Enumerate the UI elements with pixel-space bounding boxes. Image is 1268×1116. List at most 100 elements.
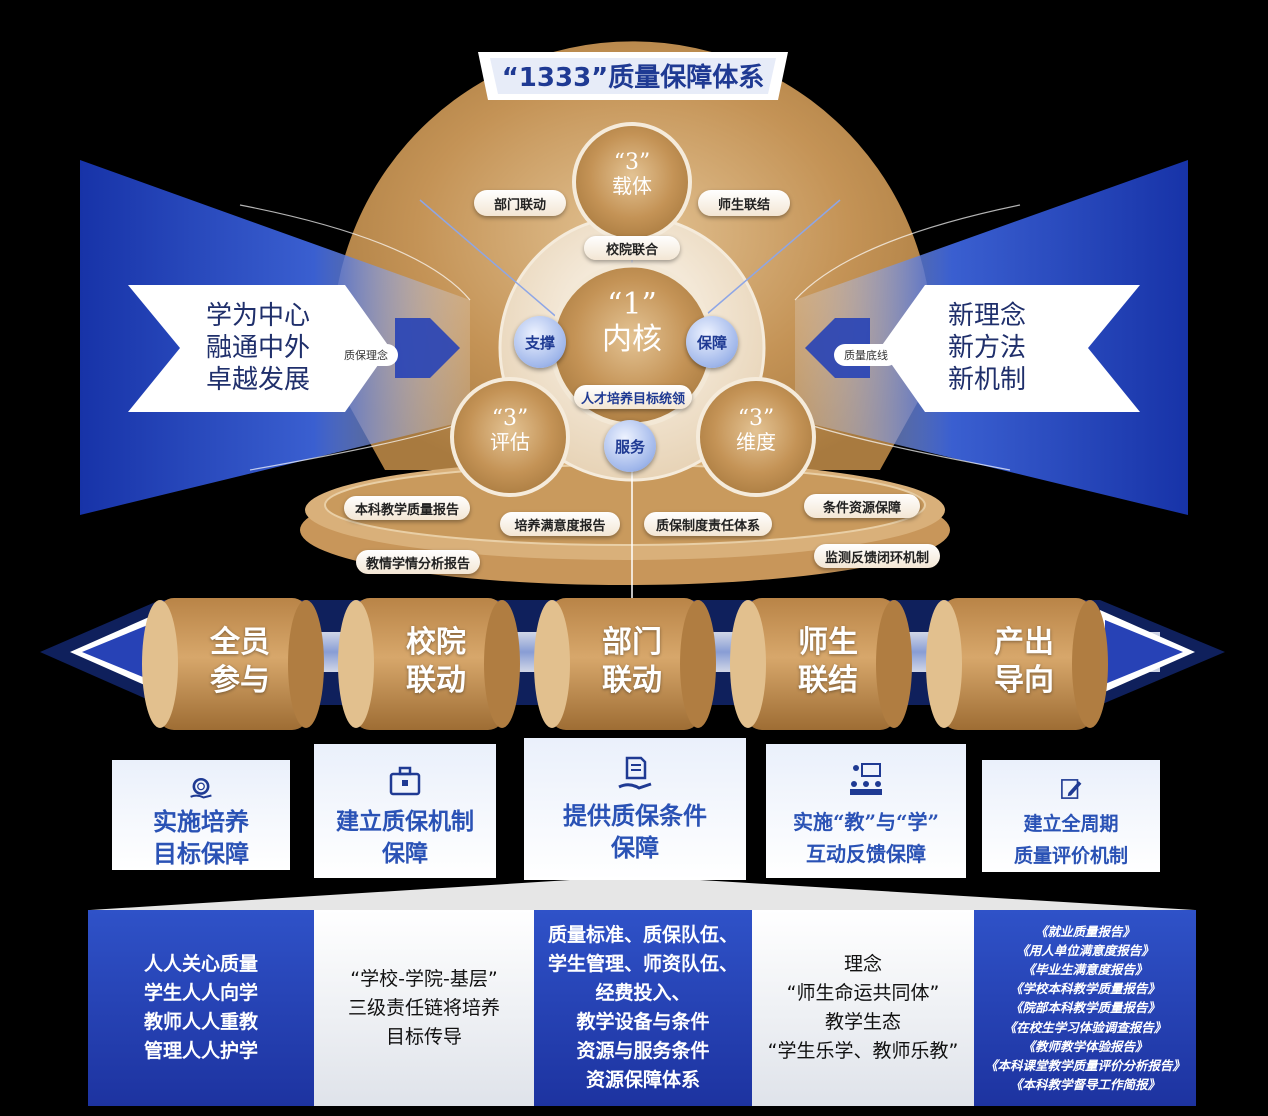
report-item: 《在校生学习体验调查报告》 — [1003, 1019, 1167, 1035]
panel-1: 人人关心质量 学生人人向学 教师人人重教 管理人人护学 — [88, 910, 314, 1106]
support-node: 支撑 — [514, 316, 566, 368]
pill-condition-guarantee: 条件资源保障 — [804, 494, 920, 518]
panel-1-line: 学生人人向学 — [143, 982, 258, 1004]
report-item: 《就业质量报告》 — [1034, 923, 1135, 939]
panel-4-text: 理念 “师生命运共同体” 教学生态 “学生乐学、教师乐教” — [768, 950, 959, 1066]
panel-5: 《就业质量报告》 《用人单位满意度报告》 《毕业生满意度报告》 《学校本科教学质… — [974, 910, 1196, 1106]
report-item: 《毕业生满意度报告》 — [1022, 961, 1148, 977]
card-3-l1: 提供质保条件 — [563, 801, 707, 830]
panel-3-line: 资源保障体系 — [585, 1069, 700, 1091]
left-concepts: 学为中心 融通中外 卓越发展 — [206, 300, 310, 396]
edit-document-icon — [1061, 779, 1082, 799]
cylinder-4-l1: 师生 — [798, 625, 858, 660]
card-5-l2: 质量评价机制 — [1013, 845, 1128, 867]
panel-3-line: 质量标准、质保队伍、 — [547, 924, 738, 946]
cylinder-4-l2: 联结 — [798, 663, 858, 698]
panel-1-text: 人人关心质量 学生人人向学 教师人人重教 管理人人护学 — [144, 950, 258, 1066]
cylinder-1-l1: 全员 — [210, 625, 270, 660]
document-hand-icon — [618, 756, 652, 790]
card-1-l1: 实施培养 — [153, 807, 249, 836]
evaluation-label: 评估 — [490, 430, 530, 455]
card-1: 实施培养 目标保障 — [112, 760, 290, 870]
cylinder-2-l1: 校院 — [406, 625, 466, 660]
report-item: 《用人单位满意度报告》 — [1016, 942, 1154, 958]
right-concepts: 新理念 新方法 新机制 — [948, 300, 1026, 396]
carrier-label: 载体 — [612, 174, 652, 199]
dimension-label: 维度 — [736, 430, 776, 455]
panel-2-line: “学校-学院-基层” — [350, 967, 498, 990]
panel-1-line: 管理人人护学 — [143, 1040, 258, 1062]
cylinder-3: 部门 联动 — [572, 624, 692, 700]
cylinder-3-l1: 部门 — [602, 625, 662, 660]
pill-undergrad-report: 本科教学质量报告 — [344, 496, 470, 520]
card-5-title: 建立全周期 质量评价机制 — [1014, 808, 1128, 872]
cylinder-2-l2: 联动 — [406, 663, 466, 698]
report-item: 《本科教学督导工作简报》 — [1009, 1077, 1160, 1093]
dimension-circle: “3” 维度 — [716, 406, 796, 454]
cylinder-5: 产出 导向 — [964, 624, 1084, 700]
panel-1-line: 教师人人重教 — [143, 1011, 258, 1033]
pill-satisfaction-report: 培养满意度报告 — [500, 512, 620, 536]
cylinder-3-l2: 联动 — [602, 663, 662, 698]
card-3: 提供质保条件 保障 — [524, 738, 746, 880]
panel-1-line: 人人关心质量 — [143, 953, 258, 975]
panel-3-line: 学生管理、师资队伍、 — [547, 953, 738, 975]
card-3-title: 提供质保条件 保障 — [563, 800, 707, 864]
card-5-l1: 建立全周期 — [1023, 813, 1119, 835]
card-2-l1: 建立质保机制 — [336, 808, 474, 835]
left-line-1: 学为中心 — [206, 301, 311, 331]
briefcase-icon — [389, 766, 421, 796]
core-number: “1” — [607, 287, 657, 322]
card-4-l2: 互动反馈保障 — [805, 842, 926, 866]
carrier-circle: “3” 载体 — [592, 150, 672, 198]
card-4-title: 实施“教”与“学” 互动反馈保障 — [793, 806, 939, 870]
panel-3-line: 教学设备与条件 — [576, 1011, 710, 1033]
report-item: 《教师教学体验报告》 — [1022, 1038, 1148, 1054]
panel-3: 质量标准、质保队伍、 学生管理、师资队伍、 经费投入、 教学设备与条件 资源与服… — [534, 910, 752, 1106]
right-line-2: 新方法 — [948, 333, 1027, 363]
pill-teaching-analysis: 教情学情分析报告 — [356, 550, 480, 574]
panel-4-line: “师生命运共同体” — [786, 982, 940, 1004]
panel-4: 理念 “师生命运共同体” 教学生态 “学生乐学、教师乐教” — [752, 910, 974, 1106]
panel-3-line: 资源与服务条件 — [576, 1040, 710, 1062]
cylinder-5-l2: 导向 — [994, 663, 1054, 698]
guarantee-node: 保障 — [686, 316, 738, 368]
cylinder-4: 师生 联结 — [768, 624, 888, 700]
right-line-1: 新理念 — [948, 301, 1027, 331]
panel-2-text: “学校-学院-基层” 三级责任链将培养 目标传导 — [348, 965, 500, 1052]
cylinder-5-l1: 产出 — [994, 625, 1054, 660]
card-3-l2: 保障 — [611, 833, 659, 862]
panel-4-line: “学生乐学、教师乐教” — [767, 1040, 959, 1062]
pill-school-college: 校院联合 — [584, 236, 680, 260]
panel-2: “学校-学院-基层” 三级责任链将培养 目标传导 — [314, 910, 534, 1106]
service-node: 服务 — [604, 420, 656, 472]
evaluation-number: “3” — [491, 406, 529, 431]
panel-4-line: 教学生态 — [824, 1011, 901, 1033]
pill-dept-link: 部门联动 — [474, 190, 566, 216]
lifebuoy-hand-icon — [190, 777, 212, 799]
card-1-l2: 目标保障 — [153, 839, 249, 868]
panel-4-line: 理念 — [843, 953, 882, 975]
report-item: 《院部本科教学质量报告》 — [1009, 1000, 1160, 1016]
card-4: 实施“教”与“学” 互动反馈保障 — [766, 744, 966, 878]
right-line-3: 新机制 — [948, 365, 1027, 395]
report-item: 《学校本科教学质量报告》 — [1009, 981, 1160, 997]
card-2-l2: 保障 — [382, 840, 428, 867]
core-circle: “1” 内核 — [582, 287, 682, 357]
panel-3-line: 经费投入、 — [595, 982, 691, 1004]
card-2-title: 建立质保机制 保障 — [336, 806, 474, 870]
panel-3-text: 质量标准、质保队伍、 学生管理、师资队伍、 经费投入、 教学设备与条件 资源与服… — [548, 921, 738, 1095]
evaluation-circle: “3” 评估 — [470, 406, 550, 454]
pill-qa-system: 质保制度责任体系 — [644, 512, 772, 536]
card-1-title: 实施培养 目标保障 — [153, 806, 249, 870]
cylinder-2: 校院 联动 — [376, 624, 496, 700]
left-line-3: 卓越发展 — [206, 365, 311, 395]
cylinder-1: 全员 参与 — [180, 624, 300, 700]
card-4-l1: 实施“教”与“学” — [792, 810, 939, 834]
core-tag: 人才培养目标统领 — [574, 385, 692, 409]
panel-2-line: 三级责任链将培养 — [347, 996, 500, 1019]
pill-feedback-loop: 监测反馈闭环机制 — [814, 544, 940, 568]
card-5: 建立全周期 质量评价机制 — [982, 760, 1160, 872]
left-line-2: 融通中外 — [206, 333, 311, 363]
pill-teacher-student: 师生联结 — [698, 190, 790, 216]
